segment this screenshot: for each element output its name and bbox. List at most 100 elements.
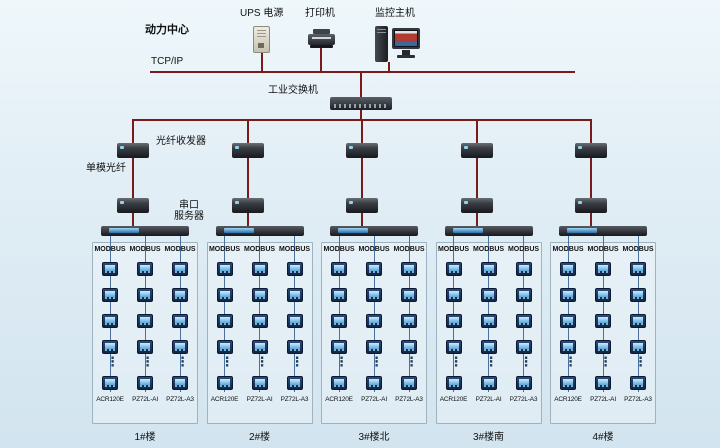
modbus-label: MODBUS: [208, 246, 241, 253]
power-meter-icon: [630, 314, 646, 328]
printer-label: 打印机: [305, 8, 335, 19]
power-meter-icon: [216, 376, 233, 390]
serial-link-line: [246, 213, 249, 226]
host-label: 监控主机: [375, 8, 415, 19]
power-meter-icon: [102, 314, 118, 328]
switch-downlink-line: [360, 110, 362, 120]
building-label: 3#楼北: [358, 432, 390, 443]
modbus-label: MODBUS: [129, 246, 161, 253]
fiber-transceiver-icon: [575, 143, 607, 158]
power-meter-icon: [331, 376, 347, 390]
power-meter-icon: [366, 340, 382, 354]
printer-icon: [308, 29, 335, 48]
tcpip-label: TCP/IP: [151, 56, 184, 67]
meter-model-label: ACR120E: [210, 396, 239, 403]
power-meter-icon: [137, 288, 153, 302]
power-meter-icon: [560, 288, 576, 302]
fiber-transceiver-icon: [346, 198, 378, 213]
ups-icon: [253, 26, 270, 53]
serial-server-icon: [215, 226, 304, 236]
modbus-label: MODBUS: [358, 246, 390, 253]
continuation-dots: ⋮: [290, 354, 304, 369]
meter-model-label: PZ72L-AI: [246, 396, 273, 403]
power-meter-icon: [286, 376, 303, 390]
meter-model-label: PZ72L-A3: [280, 396, 309, 403]
power-meter-icon: [366, 262, 382, 276]
fiber-transceiver-label: 光纤收发器: [156, 136, 206, 147]
power-meter-icon: [331, 340, 347, 354]
continuation-dots: ⋮: [519, 354, 533, 369]
building-label: 2#楼: [248, 432, 271, 443]
power-meter-icon: [286, 262, 303, 276]
ups-riser-line: [261, 53, 263, 72]
power-meter-icon: [137, 314, 153, 328]
power-meter-icon: [515, 288, 532, 302]
fiber-transceiver-icon: [575, 198, 607, 213]
fiber-transceiver-icon: [231, 143, 264, 158]
modbus-label: MODBUS: [552, 246, 584, 253]
ups-label: UPS 电源: [240, 8, 284, 19]
continuation-dots: ⋮: [176, 354, 189, 369]
power-meter-icon: [560, 340, 576, 354]
power-meter-icon: [251, 376, 268, 390]
power-meter-icon: [480, 340, 497, 354]
power-meter-icon: [401, 314, 417, 328]
meter-model-label: ACR120E: [96, 396, 124, 403]
power-meter-icon: [401, 340, 417, 354]
power-meter-icon: [480, 262, 497, 276]
serial-link-line: [132, 213, 134, 226]
continuation-dots: ⋮: [106, 354, 119, 369]
meter-model-label: PZ72L-A3: [166, 396, 194, 403]
power-meter-icon: [137, 340, 153, 354]
serial-link-line: [361, 213, 363, 226]
fiber-transceiver-icon: [460, 198, 493, 213]
fiber-uplink-line: [246, 120, 249, 143]
switch-uplink-line: [360, 72, 362, 97]
single-mode-fiber-label: 单模光纤: [86, 163, 126, 174]
power-meter-icon: [216, 314, 233, 328]
monitoring-host-icon: [375, 24, 421, 64]
meter-model-label: PZ72L-A3: [624, 396, 652, 403]
power-meter-icon: [630, 376, 646, 390]
fiber-uplink-line: [590, 120, 592, 143]
power-meter-icon: [445, 262, 462, 276]
building-label: 4#楼: [592, 432, 614, 443]
modbus-label: MODBUS: [393, 246, 425, 253]
meter-model-label: ACR120E: [325, 396, 353, 403]
fiber-uplink-line: [132, 120, 134, 143]
serial-link-line: [590, 213, 592, 226]
power-meter-icon: [401, 376, 417, 390]
single-mode-fiber-line: [132, 158, 134, 198]
power-meter-icon: [286, 288, 303, 302]
power-meter-icon: [366, 376, 382, 390]
power-meter-icon: [331, 262, 347, 276]
power-meter-icon: [172, 288, 188, 302]
printer-riser-line: [320, 48, 322, 72]
power-meter-icon: [595, 376, 611, 390]
building-label: 1#楼: [134, 432, 156, 443]
continuation-dots: ⋮: [220, 354, 234, 369]
modbus-label: MODBUS: [587, 246, 619, 253]
power-meter-icon: [445, 376, 462, 390]
power-meter-icon: [515, 314, 532, 328]
fiber-transceiver-icon: [460, 143, 493, 158]
power-meter-icon: [595, 288, 611, 302]
modbus-label: MODBUS: [278, 246, 311, 253]
power-meter-icon: [102, 288, 118, 302]
meter-model-label: PZ72L-AI: [590, 396, 616, 403]
meter-model-label: PZ72L-A3: [509, 396, 538, 403]
industrial-switch-icon: [330, 97, 392, 110]
power-meter-icon: [251, 340, 268, 354]
modbus-label: MODBUS: [164, 246, 196, 253]
modbus-label: MODBUS: [622, 246, 654, 253]
power-meter-icon: [401, 288, 417, 302]
power-meter-icon: [102, 340, 118, 354]
power-meter-icon: [331, 288, 347, 302]
building-label: 3#楼南: [472, 432, 505, 443]
continuation-dots: ⋮: [141, 354, 154, 369]
power-meter-icon: [216, 262, 233, 276]
meter-model-label: PZ72L-A3: [395, 396, 423, 403]
power-meter-icon: [515, 340, 532, 354]
